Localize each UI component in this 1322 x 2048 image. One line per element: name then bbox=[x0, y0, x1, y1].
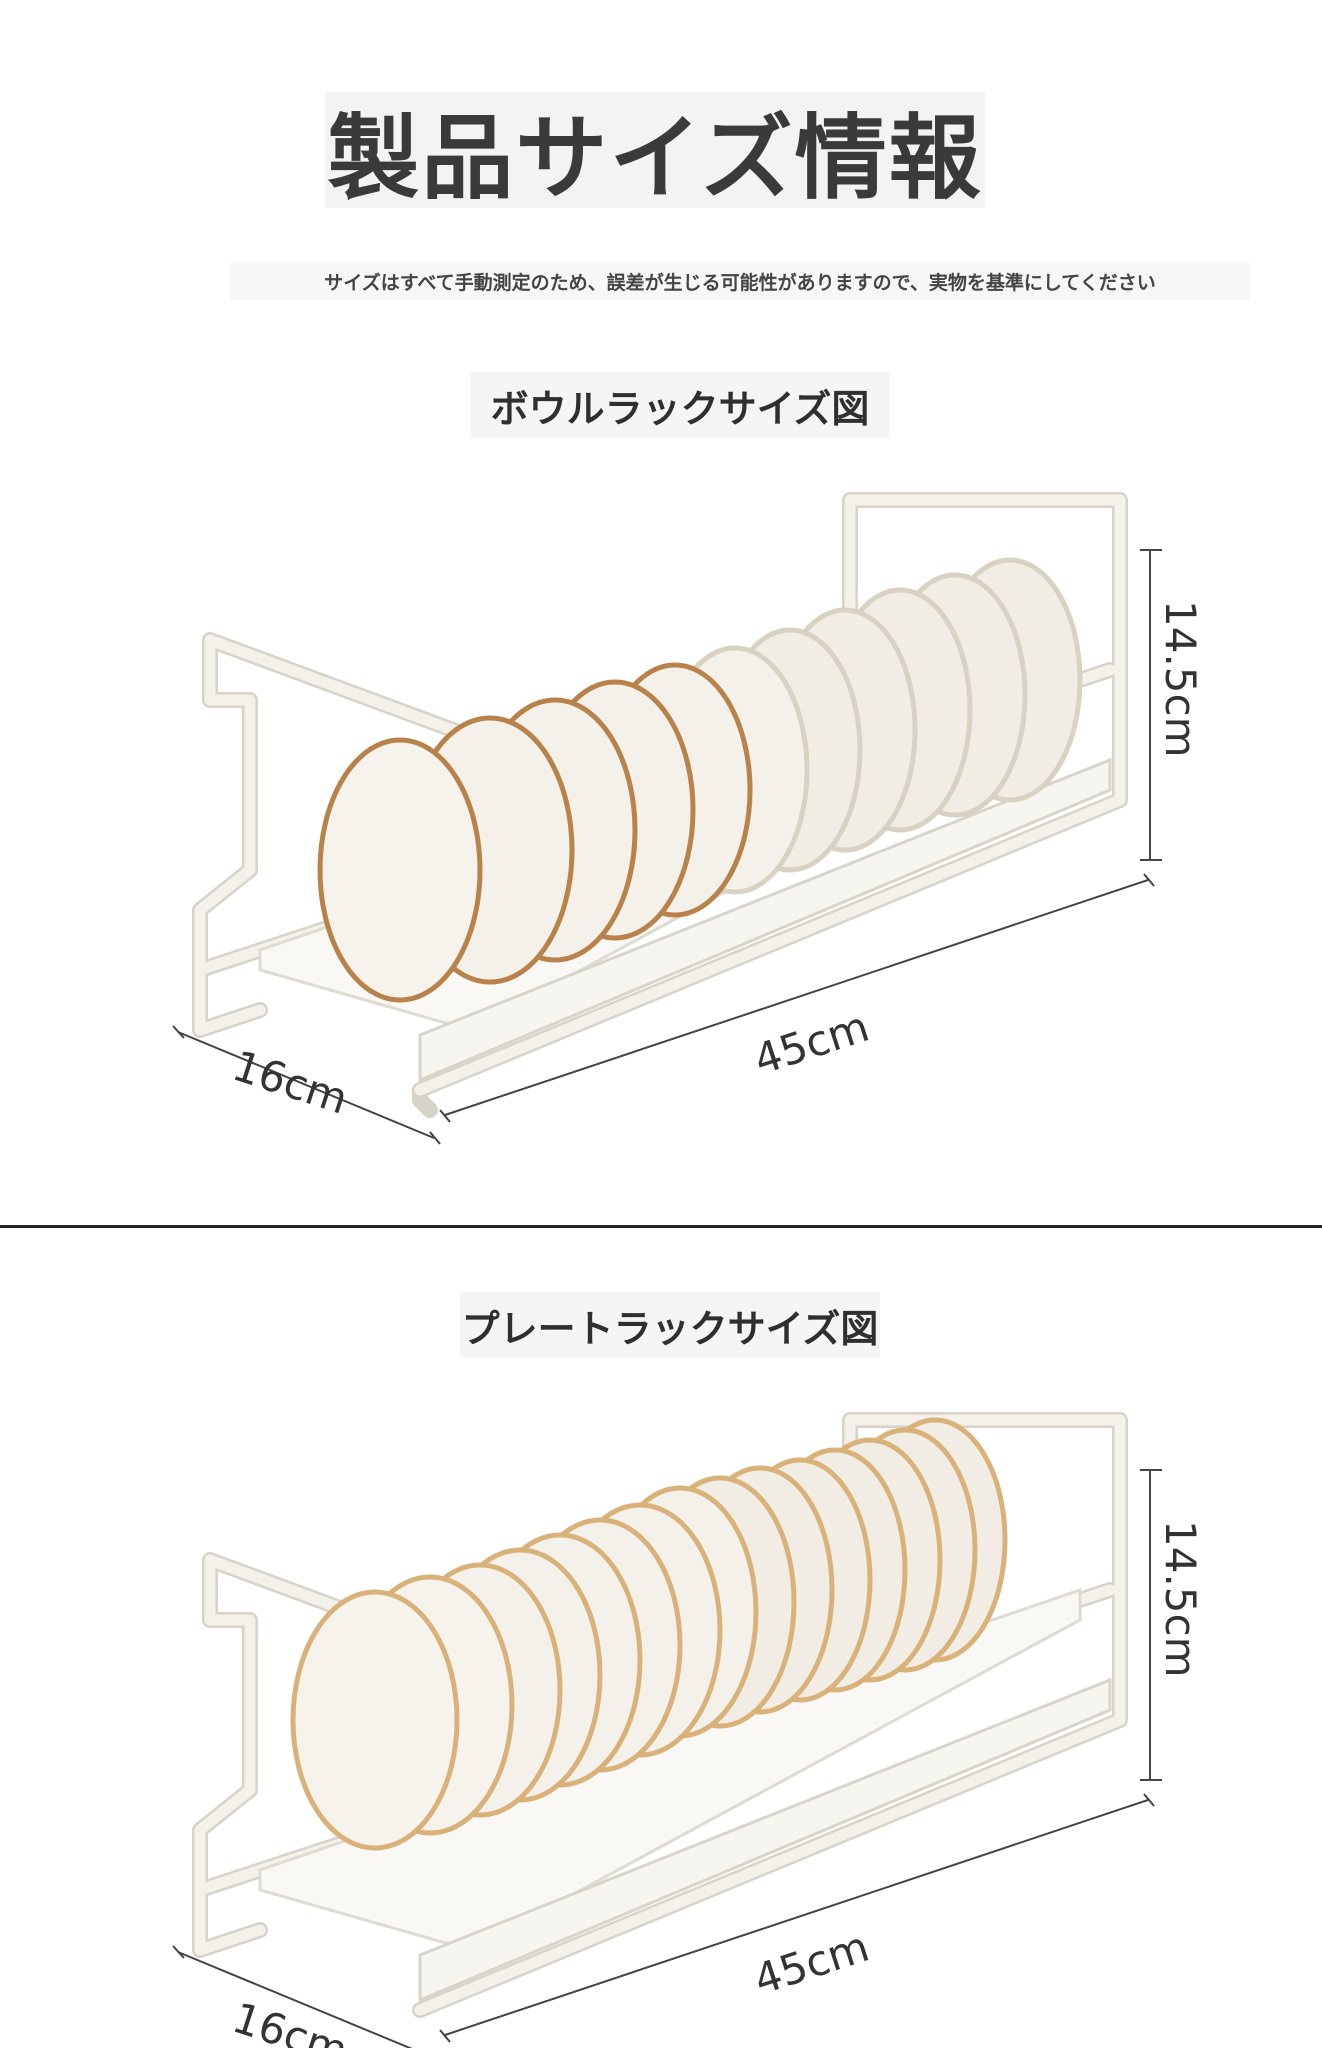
bowl-rack-title: ボウルラックサイズ図 bbox=[470, 372, 890, 438]
measurement-note: サイズはすべて手動測定のため、誤差が生じる可能性がありますので、実物を基準にして… bbox=[230, 262, 1250, 300]
bowl-rack-dimension-lines bbox=[172, 549, 1162, 1145]
plate-rack-length-label: 45cm bbox=[748, 1922, 875, 2005]
bowl-rack-illustration: 14.5cm 45cm 16cm bbox=[172, 492, 1205, 1145]
plate-rack-depth-label: 16cm bbox=[227, 1993, 354, 2048]
bowl-rack-depth-label: 16cm bbox=[227, 1041, 354, 1124]
plate-rack-dimension-lines bbox=[172, 1469, 1162, 2048]
bowl-rack-length-label: 45cm bbox=[748, 1002, 875, 1085]
section-divider bbox=[0, 1225, 1322, 1228]
plate-rack-height-label: 14.5cm bbox=[1156, 1520, 1205, 1678]
plate-stack bbox=[290, 1417, 1008, 1851]
bowl-stack bbox=[317, 557, 1083, 1003]
bowl-rack-height-label: 14.5cm bbox=[1156, 600, 1205, 758]
plate-rack-illustration: 14.5cm 45cm 16cm bbox=[172, 1412, 1205, 2048]
title-banner: 製品サイズ情報 bbox=[325, 92, 985, 212]
page-title: 製品サイズ情報 bbox=[327, 104, 983, 212]
plate-rack-title: プレートラックサイズ図 bbox=[460, 1292, 880, 1358]
